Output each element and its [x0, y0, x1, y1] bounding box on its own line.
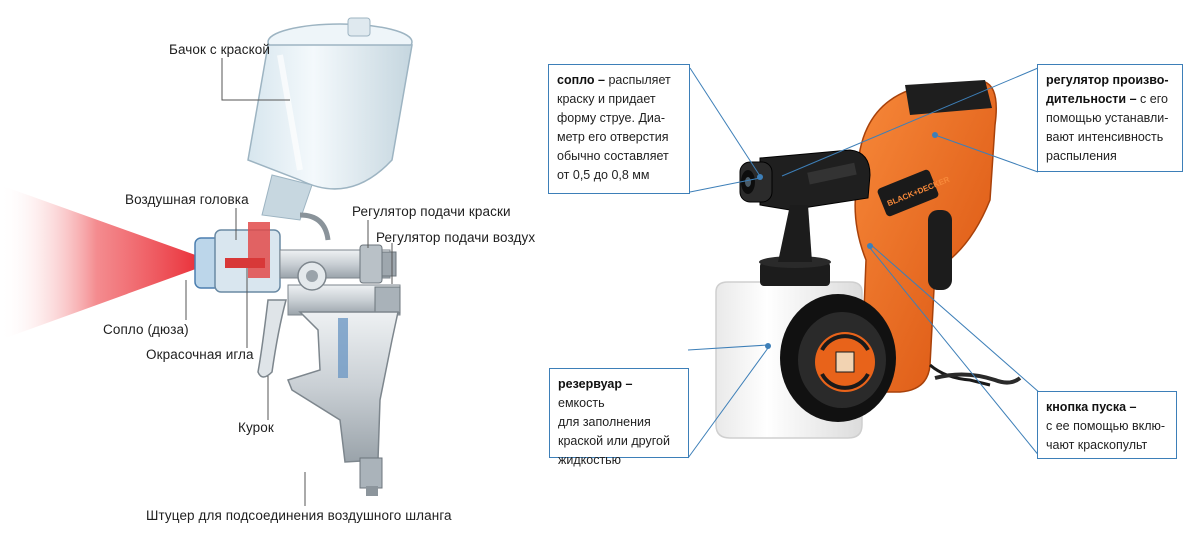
callout-reservoir: резервуар – емкость для заполнения краск… — [549, 368, 689, 467]
label-air-cap: Воздушная головка — [125, 192, 249, 207]
callout-reservoir-tail: емкость — [558, 396, 605, 410]
callout-regulator-title-1: регулятор произво- — [1046, 73, 1169, 87]
callout-nozzle-line-4: метр его отверстия — [557, 130, 669, 144]
paint-cup — [247, 17, 413, 221]
callout-dots — [757, 132, 938, 349]
callout-nozzle: сопло – распыляет краску и придает форму… — [548, 64, 690, 194]
callout-regulator: регулятор произво- дительности – с его п… — [1037, 64, 1183, 172]
label-air-regulator: Регулятор подачи воздух — [376, 230, 536, 245]
label-trigger: Курок — [238, 420, 274, 435]
label-paint-cup: Бачок с краской — [169, 42, 271, 57]
callout-button-line-2: чают краскопульт — [1046, 438, 1148, 452]
callout-nozzle-title: сопло – — [557, 73, 605, 87]
callout-nozzle-line-2: краску и придает — [557, 92, 656, 106]
regulator-dial — [780, 294, 896, 422]
nozzle-barrel — [739, 149, 871, 262]
trigger — [257, 299, 287, 378]
callout-button-title: кнопка пуска – — [1046, 400, 1137, 414]
callout-nozzle-line-3: форму струе. Диа- — [557, 111, 666, 125]
motor-body: BLACK+DECKER — [854, 80, 997, 393]
power-cord — [934, 372, 1022, 385]
callout-reservoir-title: резервуар – — [558, 377, 633, 391]
callout-button-line-1: с ее помощью вклю- — [1046, 419, 1166, 433]
callout-regulator-tail: с его — [1140, 92, 1168, 106]
label-nozzle: Сопло (дюза) — [103, 322, 189, 337]
label-paint-regulator: Регулятор подачи краски — [352, 204, 511, 219]
callout-regulator-line-3: распыления — [1046, 149, 1117, 163]
callout-nozzle-line-5: обычно составляет — [557, 149, 669, 163]
callout-nozzle-line-6: от 0,5 до 0,8 мм — [557, 168, 650, 182]
label-needle: Окрасочная игла — [146, 347, 254, 362]
callout-reservoir-line-3: жидкостью — [558, 453, 622, 467]
gun-head — [194, 212, 401, 316]
label-hose-fitting: Штуцер для подсоединения воздушного шлан… — [146, 508, 452, 523]
callout-regulator-line-2: вают интенсивность — [1046, 130, 1164, 144]
callout-reservoir-line-2: краской или другой — [558, 434, 670, 448]
callout-regulator-line-1: помощью устанавли- — [1046, 111, 1169, 125]
spray-cone — [0, 185, 215, 340]
gun-handle — [287, 311, 399, 496]
callout-button: кнопка пуска – с ее помощью вклю- чают к… — [1037, 391, 1177, 459]
left-leader-lines — [185, 58, 393, 506]
callout-nozzle-line-1: распыляет — [608, 73, 671, 87]
callout-regulator-title-2: дительности – — [1046, 92, 1137, 106]
callout-reservoir-line-1: для заполнения — [558, 415, 651, 429]
right-leader-lines — [687, 67, 1041, 459]
